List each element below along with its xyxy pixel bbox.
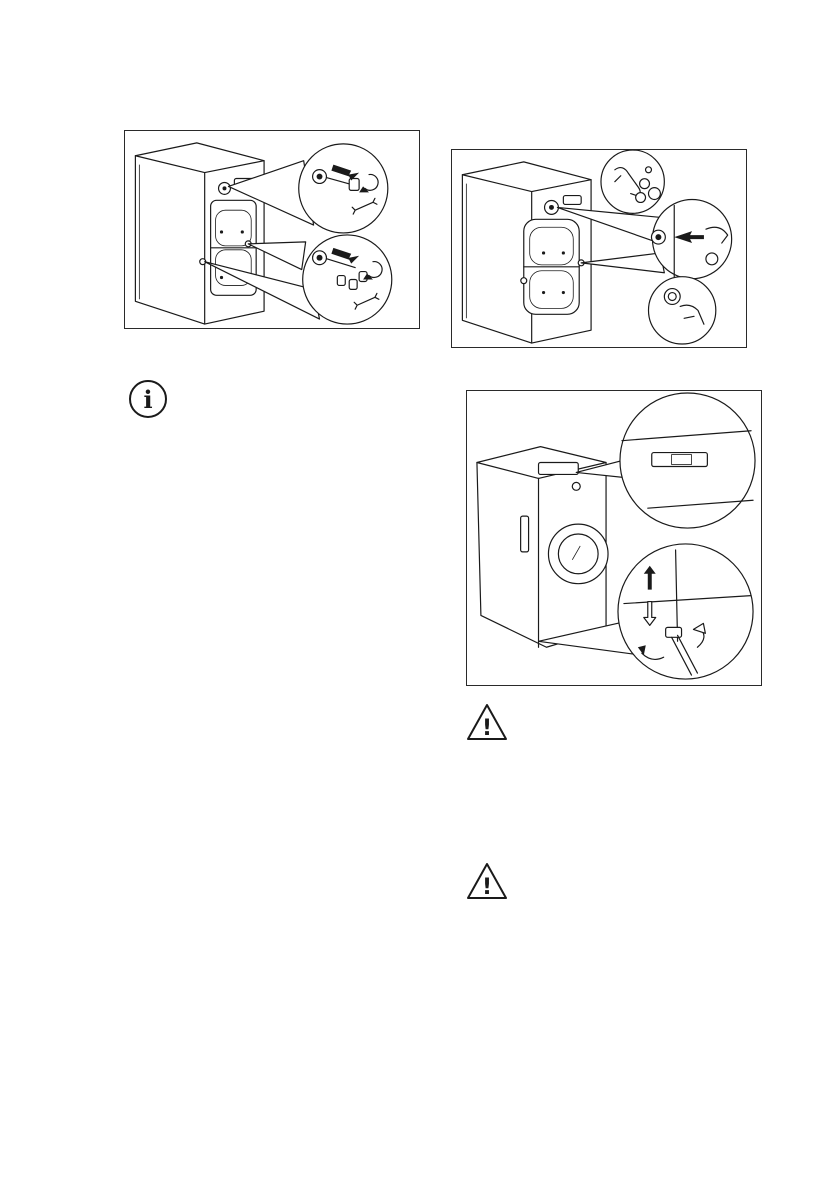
svg-text:i: i bbox=[143, 385, 152, 414]
spirit-level bbox=[539, 463, 579, 475]
warning-triangle-icon: ! bbox=[466, 703, 508, 741]
svg-text:!: ! bbox=[482, 716, 492, 741]
transport-bolts-illustration bbox=[125, 131, 419, 328]
leveling-figure bbox=[466, 390, 762, 686]
info-icon: i bbox=[128, 379, 168, 419]
insert-caps-figure bbox=[451, 149, 747, 348]
callout-cap-fitted bbox=[648, 277, 715, 344]
callout-caps-parts bbox=[601, 150, 664, 213]
callout-adjust-foot bbox=[618, 544, 753, 679]
transport-bolts-removal-figure bbox=[124, 130, 420, 329]
leveling-illustration bbox=[467, 391, 761, 685]
warning-triangle-icon: ! bbox=[466, 862, 508, 900]
insert-caps-illustration bbox=[452, 150, 746, 347]
svg-text:!: ! bbox=[482, 875, 492, 900]
callout-lower-bolt bbox=[303, 235, 392, 324]
